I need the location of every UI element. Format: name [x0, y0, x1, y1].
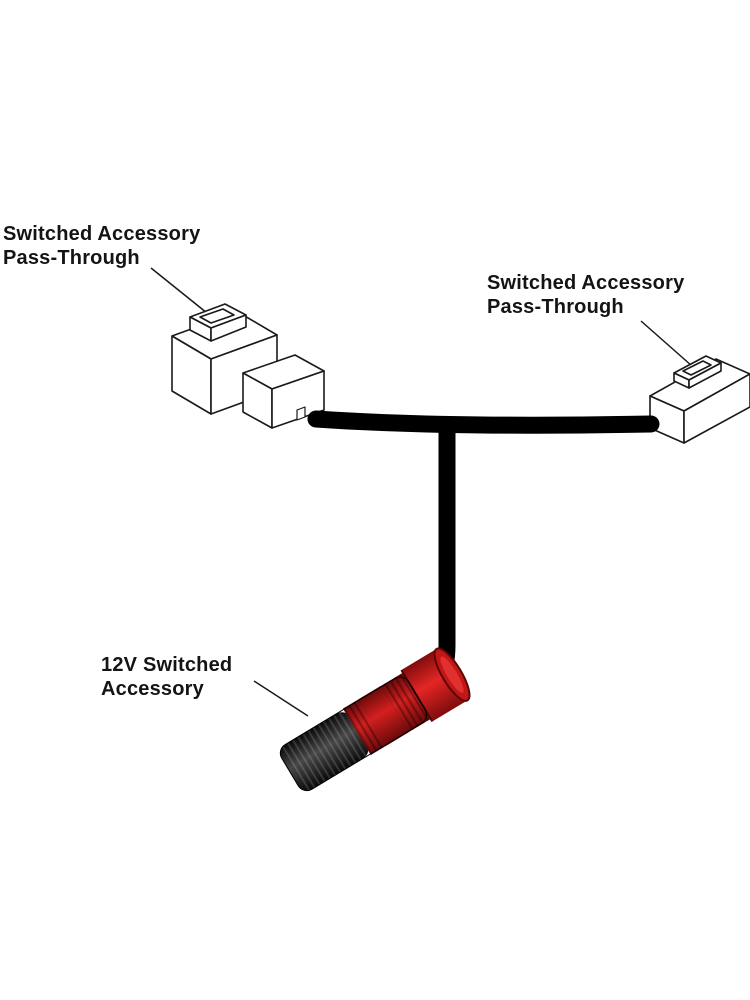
plug-bright-band — [358, 686, 409, 746]
right-connector-front-face — [683, 373, 750, 444]
accessory-plug — [279, 647, 471, 792]
leader-lines — [150, 267, 693, 717]
label-12v-accessory: 12V Switched Accessory — [101, 654, 233, 700]
cable — [307, 410, 660, 682]
plug-outline — [279, 676, 428, 792]
leader-line-right — [640, 320, 693, 367]
leader-line-bottom — [253, 680, 309, 717]
left-pass-through-connector — [171, 303, 325, 429]
plug-black-ribs — [281, 708, 372, 792]
label-left-pass-through: Switched Accessory Pass-Through — [3, 223, 201, 269]
right-pass-through-connector — [649, 355, 750, 444]
right-connector-latch-hole — [682, 360, 712, 376]
cable-horizontal-run — [307, 410, 660, 434]
plug-end-highlight — [440, 656, 464, 693]
plug-cap — [401, 648, 469, 722]
left-connector-latch-front — [210, 314, 247, 342]
left-connector-latch-hole — [199, 308, 235, 324]
cable-vertical-drop — [432, 418, 456, 682]
label-right-pass-through: Switched Accessory Pass-Through — [487, 272, 685, 318]
leader-line-left — [150, 267, 208, 314]
left-connector-detail-mark — [296, 406, 306, 421]
right-connector-latch-front — [688, 362, 722, 389]
